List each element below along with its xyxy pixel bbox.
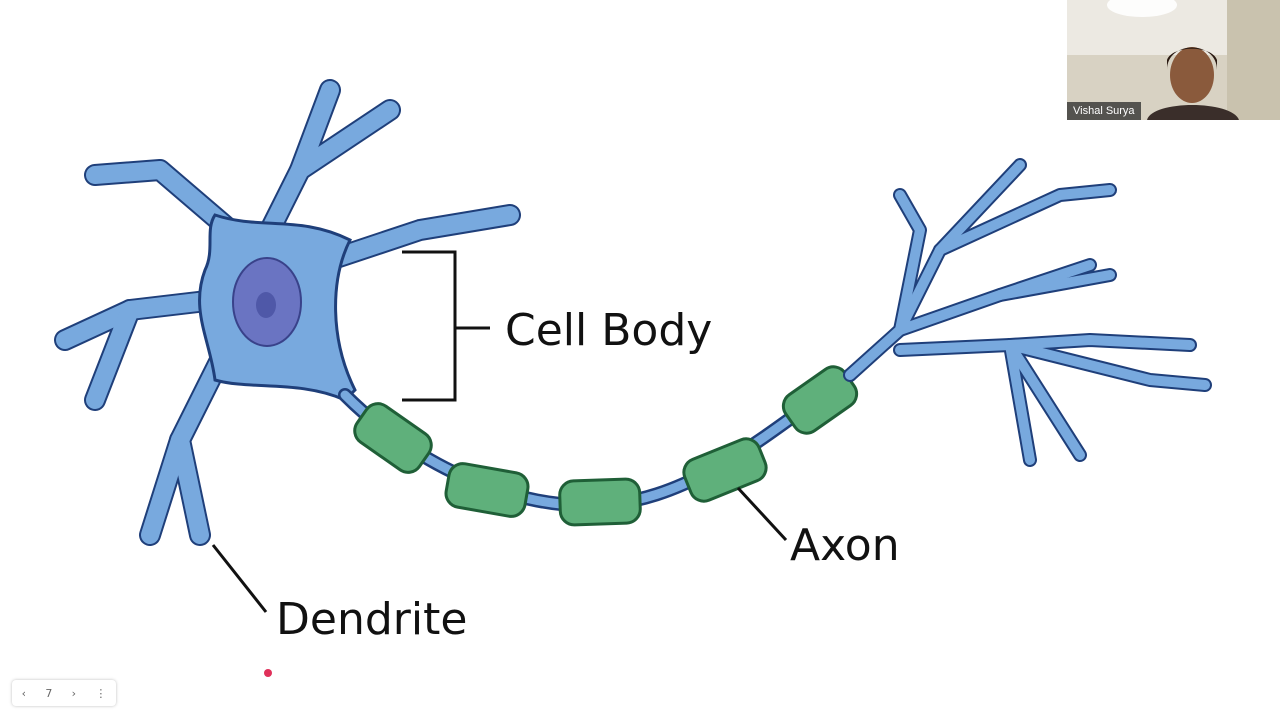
myelin-sheaths xyxy=(353,365,859,527)
participant-name: Vishal Surya xyxy=(1067,102,1141,120)
dendrite-leader-line xyxy=(211,544,268,613)
axon-leader-line xyxy=(736,486,788,542)
participant-video-tile[interactable]: Vishal Surya xyxy=(1067,0,1280,120)
webcam-feed xyxy=(1067,0,1280,120)
slide-navigator: ‹ 7 › ⋮ xyxy=(12,680,116,706)
cell-body-label: Cell Body xyxy=(505,305,713,356)
chevron-right-icon[interactable]: › xyxy=(71,686,77,700)
page-number: 7 xyxy=(45,686,53,700)
laser-pointer xyxy=(264,669,272,677)
nucleolus xyxy=(256,292,276,318)
axon-label: Axon xyxy=(790,520,900,571)
cell-body-bracket xyxy=(402,250,490,402)
chevron-left-icon[interactable]: ‹ xyxy=(21,686,27,700)
dendrite-label: Dendrite xyxy=(276,594,468,645)
vertical-ellipsis-icon[interactable]: ⋮ xyxy=(95,686,107,700)
